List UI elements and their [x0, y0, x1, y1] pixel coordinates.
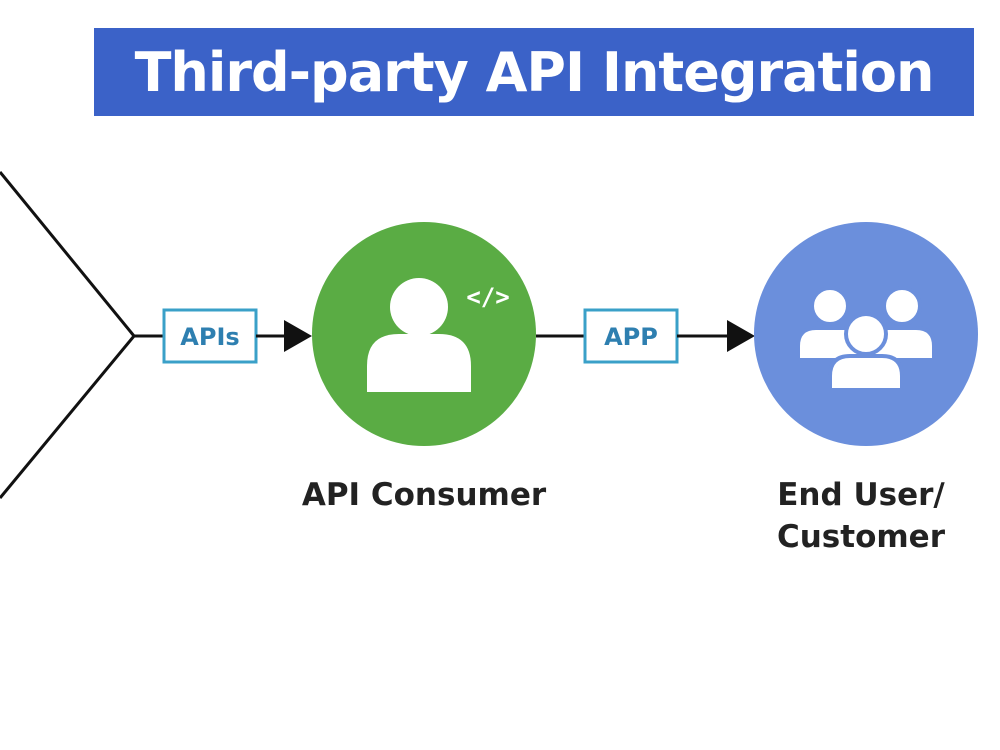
customer-label-line2: Customer	[776, 519, 945, 555]
node-api-consumer: </>	[312, 222, 536, 446]
incoming-line-top	[0, 171, 136, 337]
customer-label-line1: End User/	[777, 477, 945, 513]
incoming-line-bottom	[0, 335, 136, 499]
title-banner: Third-party API Integration	[94, 28, 974, 116]
node-end-user	[754, 222, 978, 446]
edge-tag-apis-label: APIs	[180, 323, 239, 351]
edge-tag-apis-box	[162, 308, 258, 364]
edge-tag-apis: APIs	[162, 308, 258, 364]
customer-label: End User/ Customer	[716, 474, 1000, 558]
arrow-head-icon	[284, 320, 312, 352]
arrow-head-icon	[727, 320, 755, 352]
code-badge-icon: </>	[466, 283, 509, 311]
consumer-label: API Consumer	[301, 477, 547, 513]
edge-tag-app: APP	[583, 308, 679, 364]
edge-tag-app-label: APP	[604, 323, 658, 351]
user-group-icon	[796, 286, 936, 392]
diagram-title: Third-party API Integration	[134, 40, 935, 104]
user-icon	[367, 278, 471, 392]
